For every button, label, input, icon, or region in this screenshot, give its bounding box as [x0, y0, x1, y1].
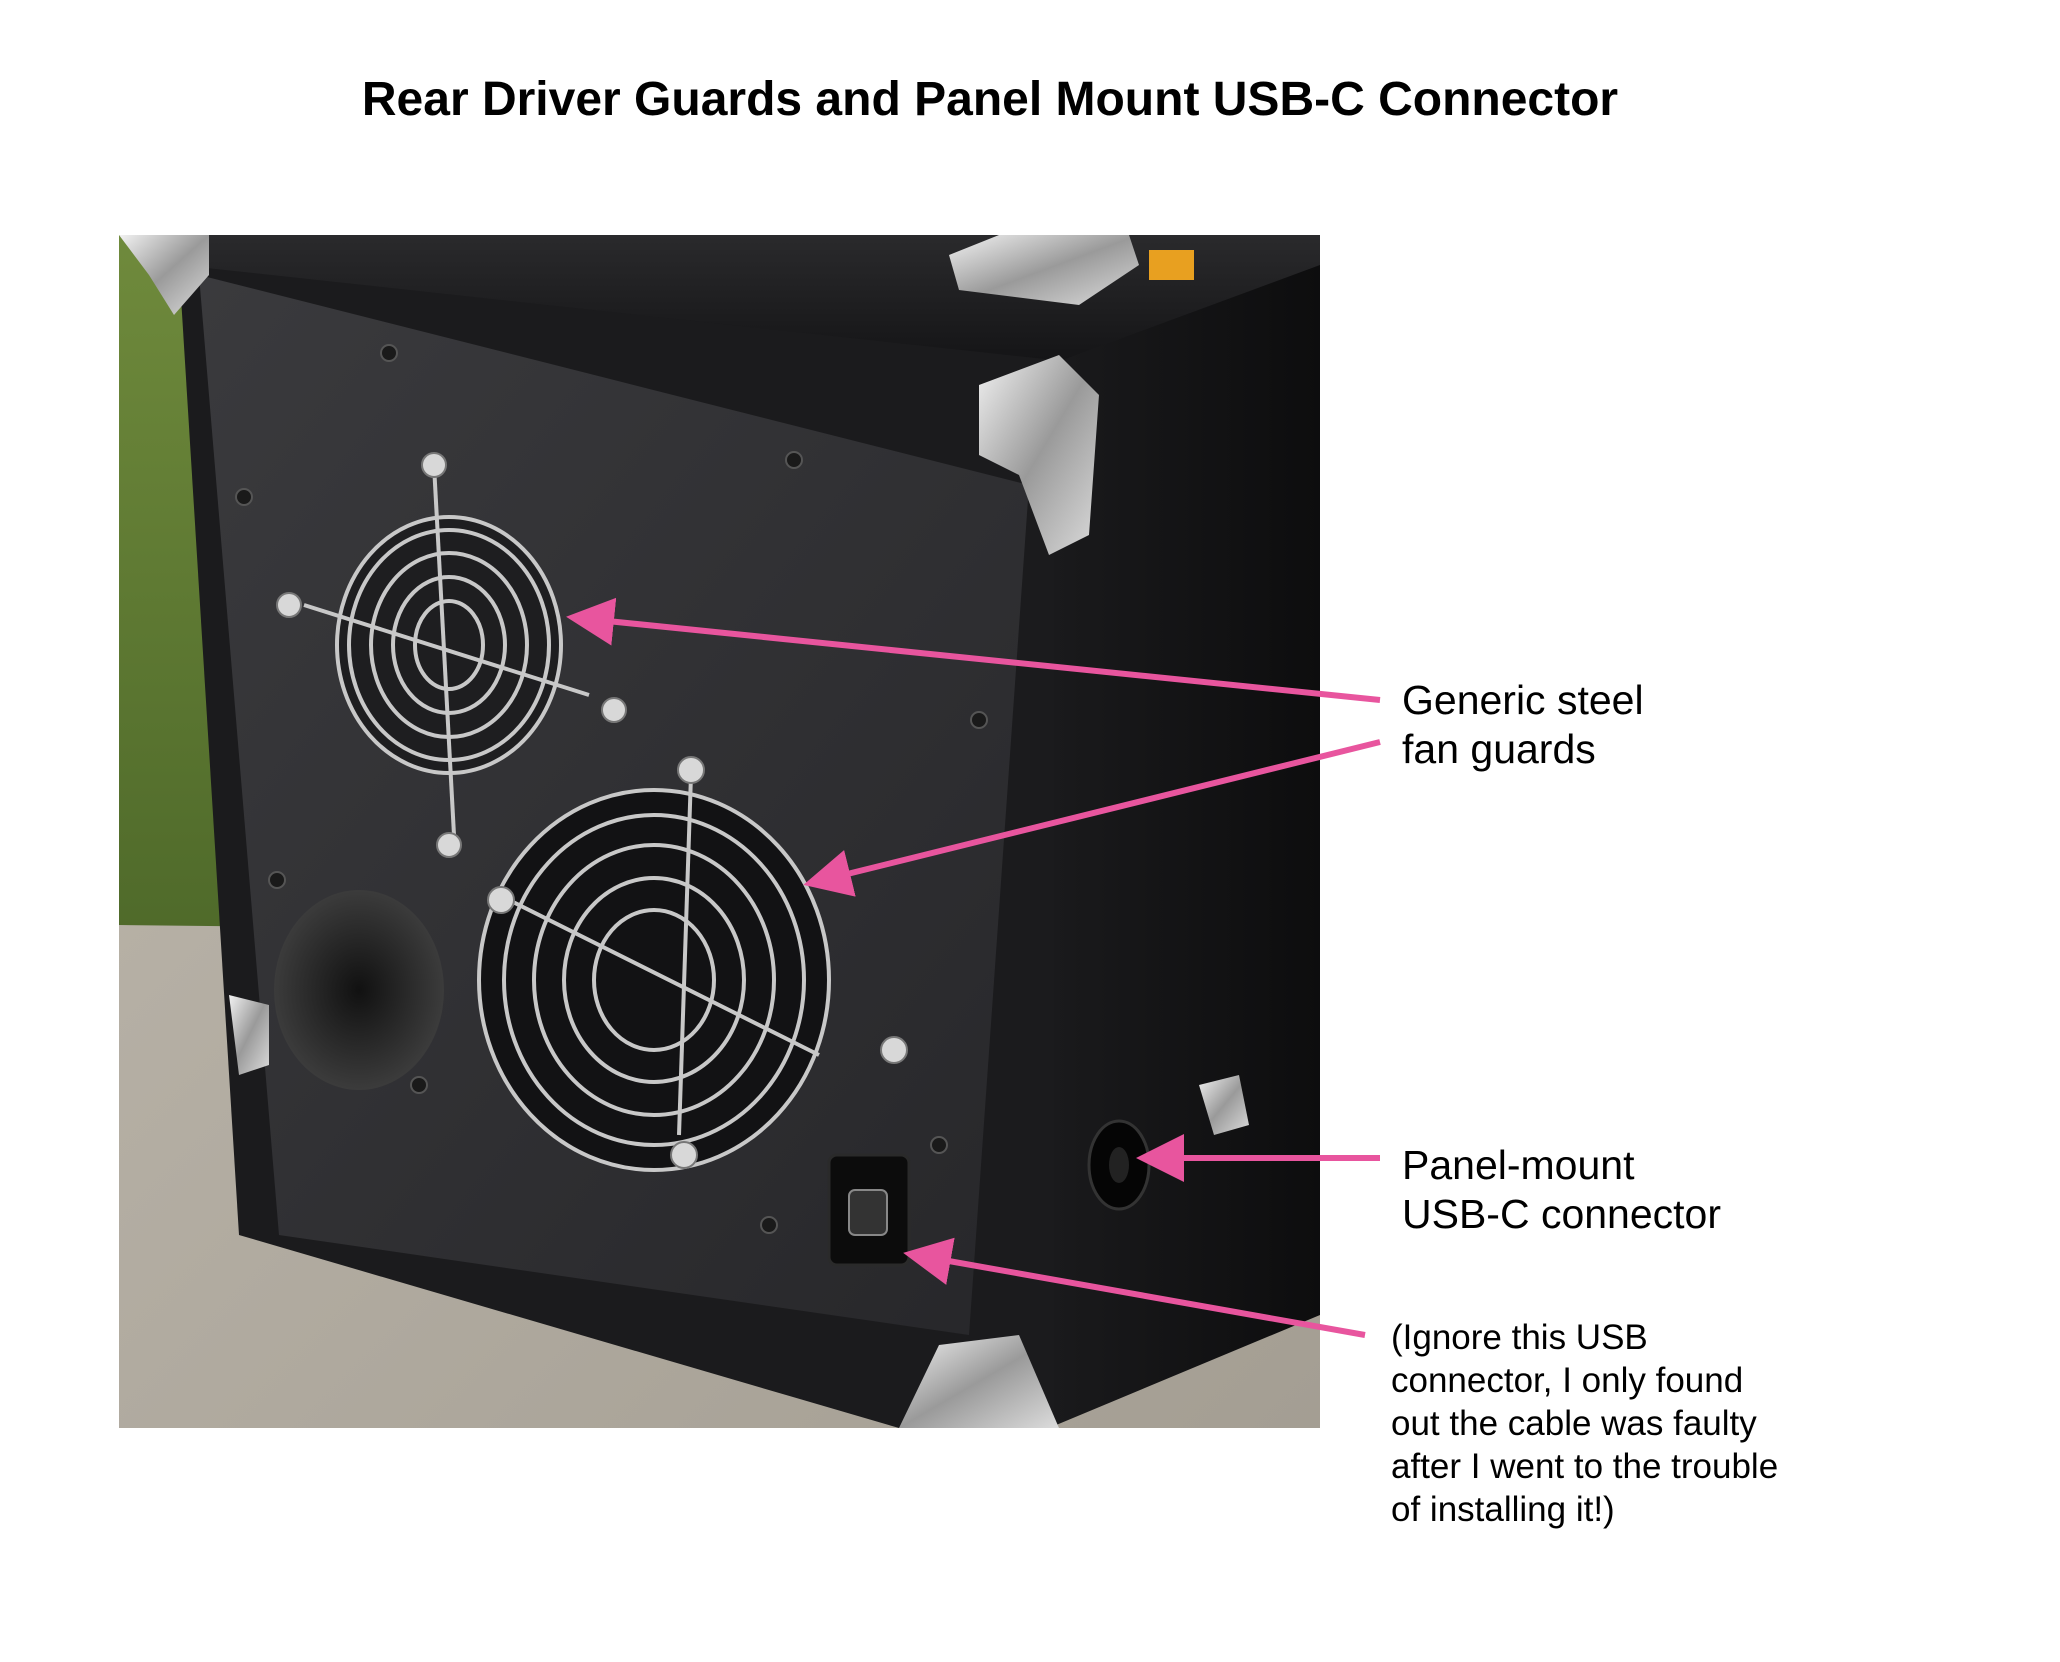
callout-usb-ignore-line-3: out the cable was faulty	[1391, 1404, 1757, 1443]
callout-usb-ignore-line-5: of installing it!)	[1391, 1490, 1615, 1529]
callout-usb-ignore-line-2: connector, I only found	[1391, 1361, 1744, 1400]
callout-usb-ignore-line-4: after I went to the trouble	[1391, 1447, 1779, 1486]
callout-usb-c-line-1: Panel-mount	[1402, 1142, 1635, 1188]
callout-usb-c-line-2: USB-C connector	[1402, 1191, 1722, 1237]
callout-fan-guards: Generic steel fan guards	[1402, 676, 1644, 774]
callout-usb-ignore-line-1: (Ignore this USB	[1391, 1318, 1648, 1357]
callout-usb-ignore: (Ignore this USB connector, I only found…	[1391, 1316, 1778, 1531]
small-fan-guard	[303, 464, 590, 836]
speaker-photo	[119, 235, 1320, 1428]
page-title: Rear Driver Guards and Panel Mount USB-C…	[361, 73, 1619, 126]
callout-usb-c: Panel-mount USB-C connector	[1402, 1141, 1721, 1239]
large-fan-guard	[477, 774, 831, 1172]
callout-fan-guards-line-2: fan guards	[1402, 726, 1596, 772]
callout-fan-guards-line-1: Generic steel	[1402, 677, 1644, 723]
